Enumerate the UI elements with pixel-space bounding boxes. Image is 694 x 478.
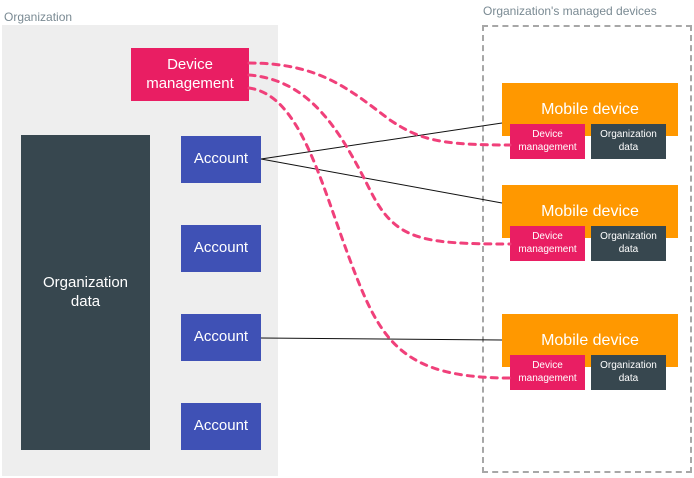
management-path-device-2: [247, 73, 512, 246]
account-block-4: Account: [181, 403, 261, 450]
device-management-block: Device management: [131, 48, 249, 101]
mobile-device-3-org-data: Organization data: [591, 355, 666, 390]
mobile-device-2-management: Device management: [510, 226, 585, 261]
account-block-3: Account: [181, 314, 261, 361]
management-path-device-1: [247, 61, 512, 147]
account-3-to-device-3-line: [260, 337, 503, 341]
organization-data-block: Organization data: [21, 135, 150, 450]
account-1-to-device-1-line: [260, 122, 503, 160]
mobile-device-1-org-data: Organization data: [591, 124, 666, 159]
account-block-1: Account: [181, 136, 261, 183]
organization-label: Organization: [4, 10, 73, 24]
managed-devices-panel: [482, 25, 692, 473]
mobile-device-3-management: Device management: [510, 355, 585, 390]
mobile-device-1-management: Device management: [510, 124, 585, 159]
account-1-to-device-2-line: [260, 158, 503, 204]
managed-devices-label: Organization's managed devices: [483, 4, 657, 18]
mobile-device-2-org-data: Organization data: [591, 226, 666, 261]
account-block-2: Account: [181, 225, 261, 272]
management-path-device-3: [247, 86, 512, 380]
